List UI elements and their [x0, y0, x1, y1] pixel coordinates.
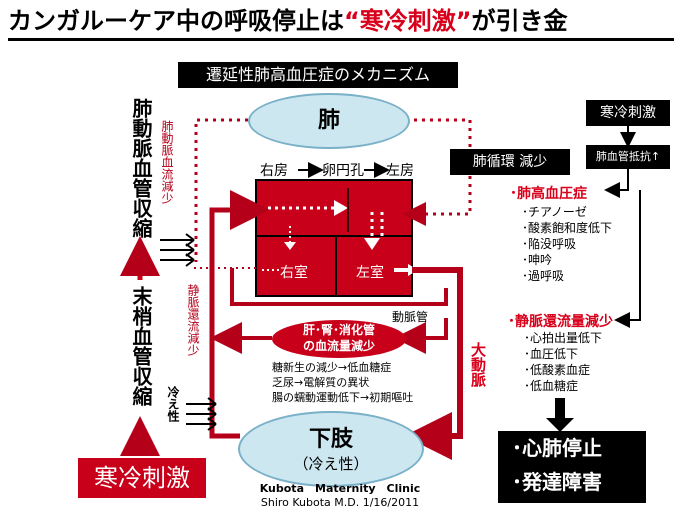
organ-effects-list: 糖新生の減少→低血糖症 乏尿→電解質の異状 腸の蠕動運動低下→初期嘔吐	[272, 360, 413, 405]
title-tail: が引き金	[471, 7, 568, 35]
ph-item: ･呻吟	[522, 253, 553, 267]
lung-oval: 肺	[248, 93, 410, 149]
vr-item: ･低酸素血症	[524, 363, 591, 377]
outcome-item: ･発達障害	[512, 470, 602, 494]
peripheral-vasoconstriction-label: 末梢血管収縮	[129, 286, 153, 406]
vr-item: ･低血糖症	[524, 379, 579, 393]
pulmonary-flow-label: 肺動脈血流減少	[160, 120, 174, 204]
right-atrium-label: 右房	[260, 163, 288, 179]
cold-stimulus-badge: 寒冷刺激	[78, 458, 206, 498]
pulmonary-vasoconstriction-label: 肺動脈血管収縮	[129, 98, 153, 238]
title-accent: “寒冷刺激”	[344, 7, 472, 35]
cold-stimulus-box: 寒冷刺激	[586, 100, 670, 126]
aorta-label: 大動脈	[469, 342, 487, 387]
heart-block	[255, 179, 413, 297]
venous-return-label: 静脈還流減少	[186, 284, 200, 356]
lower-body-oval: 下肢 （冷え性）	[238, 411, 424, 487]
credit: Kubota Maternity Clinic Shiro Kubota M.D…	[250, 482, 430, 510]
diagram-subtitle: 遷延性肺高血圧症のメカニズム	[178, 62, 458, 88]
pulmonary-hypertension-heading: ･肺高血圧症	[510, 186, 587, 202]
venous-return-heading: ･静脈還流量減少	[508, 314, 613, 330]
credit-author: Shiro Kubota M.D. 1/16/2011	[260, 496, 420, 509]
ph-item: ･過呼吸	[522, 269, 565, 283]
ph-item: ･酸素飽和度低下	[522, 221, 613, 235]
left-atrium-label: 左房	[386, 163, 414, 179]
ductus-label: 動脈管	[392, 310, 429, 324]
credit-clinic: Kubota Maternity Clinic	[259, 482, 421, 495]
vascular-resistance-box: 肺血管抵抗↑	[586, 145, 670, 169]
outcome-item: ･心肺停止	[512, 436, 602, 460]
pulmonary-circulation-label: 肺循環 減少	[450, 149, 570, 175]
organ-effect-item: 腸の蠕動運動低下→初期嘔吐	[272, 391, 414, 404]
organ-flow-badge: 肝･腎･消化管 の血流量減少	[272, 320, 406, 358]
right-ventricle-label: 右室	[280, 265, 308, 281]
lower-body-name: 下肢	[308, 427, 353, 452]
organ-effect-item: 糖新生の減少→低血糖症	[272, 361, 392, 374]
venous-return-list: ･心拍出量低下 ･血圧低下 ･低酸素血症 ･低血糖症	[524, 330, 602, 394]
page-title: カンガルーケア中の呼吸停止は“寒冷刺激”が引き金	[8, 4, 674, 41]
organ-flow-line2: の血流量減少	[302, 339, 375, 353]
organ-effect-item: 乏尿→電解質の異状	[272, 376, 370, 389]
vr-item: ･血圧低下	[524, 347, 579, 361]
ph-item: ･陥没呼吸	[522, 237, 577, 251]
vr-item: ･心拍出量低下	[524, 331, 603, 345]
foramen-ovale-label: 卵円孔	[322, 163, 364, 179]
cold-feel-label: 冷え性	[166, 386, 180, 422]
organ-flow-line1: 肝･腎･消化管	[302, 323, 375, 337]
ph-item: ･チアノーゼ	[522, 205, 587, 219]
outcome-box: ･心肺停止 ･発達障害	[498, 431, 646, 503]
pulmonary-hypertension-list: ･チアノーゼ ･酸素飽和度低下 ･陥没呼吸 ･呻吟 ･過呼吸	[522, 204, 612, 284]
left-ventricle-label: 左室	[356, 265, 384, 281]
lower-body-sub: （冷え性）	[293, 455, 369, 473]
title-main: カンガルーケア中の呼吸停止は	[8, 7, 344, 35]
